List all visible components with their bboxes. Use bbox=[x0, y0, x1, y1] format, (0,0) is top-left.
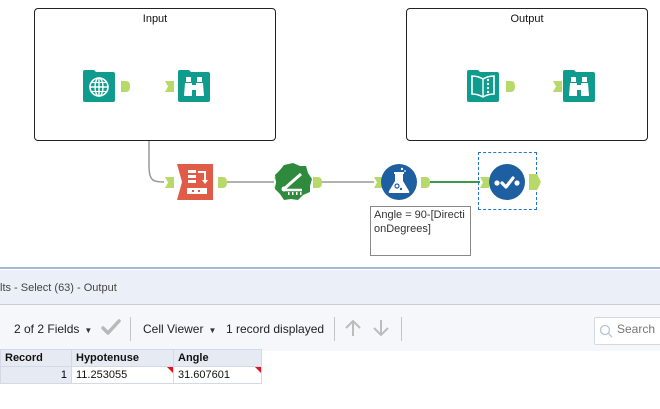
trigonometry-tool[interactable] bbox=[273, 162, 313, 202]
input-data-tool[interactable] bbox=[81, 68, 117, 104]
cell-value: 11.253055 bbox=[76, 369, 128, 381]
input-anchor[interactable] bbox=[553, 81, 562, 92]
table-row: 1 11.253055 31.607601 bbox=[0, 366, 262, 384]
search-input[interactable]: Search bbox=[594, 317, 660, 345]
globe-icon bbox=[83, 70, 115, 102]
select-tool[interactable] bbox=[489, 164, 525, 200]
record-count: 1 record displayed bbox=[226, 322, 325, 336]
scroll-down-button[interactable] bbox=[372, 318, 390, 338]
cell-flag-icon bbox=[167, 367, 173, 373]
checkmark-icon bbox=[489, 164, 525, 200]
browse-tool[interactable] bbox=[561, 68, 597, 104]
viewer-dropdown-label: Cell Viewer bbox=[143, 322, 204, 336]
results-panel: lts - Select (63) - Output 2 of 2 Fields… bbox=[0, 267, 660, 409]
container-output[interactable]: Output bbox=[406, 8, 648, 141]
toolbar-divider bbox=[130, 317, 131, 341]
book-icon bbox=[467, 70, 499, 102]
apply-check-button[interactable] bbox=[101, 318, 121, 336]
output-anchor[interactable] bbox=[421, 177, 430, 188]
browse-tool[interactable] bbox=[176, 68, 212, 104]
flask-icon bbox=[381, 164, 417, 200]
binoculars-icon bbox=[563, 70, 595, 102]
output-anchor[interactable] bbox=[121, 81, 130, 92]
scroll-up-button[interactable] bbox=[344, 318, 362, 338]
viewer-dropdown[interactable]: Cell Viewer ▼ bbox=[143, 322, 216, 336]
text-columns-icon bbox=[177, 164, 213, 200]
output-anchor[interactable] bbox=[313, 177, 322, 188]
results-table: Record Hypotenuse Angle 1 11.253055 31.6… bbox=[0, 349, 262, 384]
search-placeholder: Search bbox=[617, 322, 656, 336]
cell-value: 31.607601 bbox=[178, 369, 230, 381]
container-input-title: Input bbox=[142, 13, 168, 25]
search-icon bbox=[599, 324, 613, 338]
results-header: lts - Select (63) - Output bbox=[0, 270, 660, 305]
toolbar-divider bbox=[334, 317, 335, 341]
output-anchor[interactable] bbox=[529, 174, 541, 190]
container-output-title: Output bbox=[510, 13, 544, 25]
input-anchor[interactable] bbox=[374, 177, 383, 188]
results-title: lts - Select (63) - Output bbox=[0, 282, 117, 294]
cell-hypotenuse[interactable]: 11.253055 bbox=[71, 366, 174, 384]
workflow-canvas[interactable]: Input Output bbox=[0, 0, 660, 267]
arrow-up-icon bbox=[345, 319, 361, 336]
input-anchor[interactable] bbox=[165, 81, 174, 92]
formula-tool[interactable] bbox=[381, 164, 417, 200]
fields-dropdown-label: 2 of 2 Fields bbox=[14, 322, 80, 336]
text-to-columns-tool[interactable] bbox=[177, 164, 213, 200]
record-number[interactable]: 1 bbox=[0, 366, 72, 384]
output-anchor[interactable] bbox=[218, 177, 227, 188]
arrow-down-icon bbox=[373, 320, 389, 337]
fields-dropdown[interactable]: 2 of 2 Fields ▼ bbox=[14, 322, 92, 336]
input-anchor[interactable] bbox=[165, 177, 174, 188]
column-header-hypotenuse[interactable]: Hypotenuse bbox=[71, 349, 174, 367]
container-input[interactable]: Input bbox=[34, 8, 276, 141]
directory-tool[interactable] bbox=[465, 68, 501, 104]
output-anchor[interactable] bbox=[506, 81, 515, 92]
chevron-down-icon: ▼ bbox=[84, 326, 93, 335]
toolbar-divider bbox=[401, 317, 402, 341]
panel-splitter[interactable] bbox=[0, 267, 660, 269]
column-header-angle[interactable]: Angle bbox=[173, 349, 262, 367]
results-toolbar: 2 of 2 Fields ▼ Cell Viewer ▼ 1 record dis… bbox=[0, 305, 660, 351]
checkmark-icon bbox=[101, 319, 121, 335]
cell-angle[interactable]: 31.607601 bbox=[173, 366, 262, 384]
cell-flag-icon bbox=[255, 367, 261, 373]
binoculars-icon bbox=[178, 70, 210, 102]
input-anchor[interactable] bbox=[480, 177, 489, 188]
column-header-record[interactable]: Record bbox=[0, 349, 72, 367]
chevron-down-icon: ▼ bbox=[208, 326, 217, 335]
table-header-row: Record Hypotenuse Angle bbox=[0, 349, 262, 367]
protractor-icon bbox=[275, 163, 312, 200]
formula-annotation: Angle = 90-[DirectionDegrees] bbox=[370, 206, 471, 256]
